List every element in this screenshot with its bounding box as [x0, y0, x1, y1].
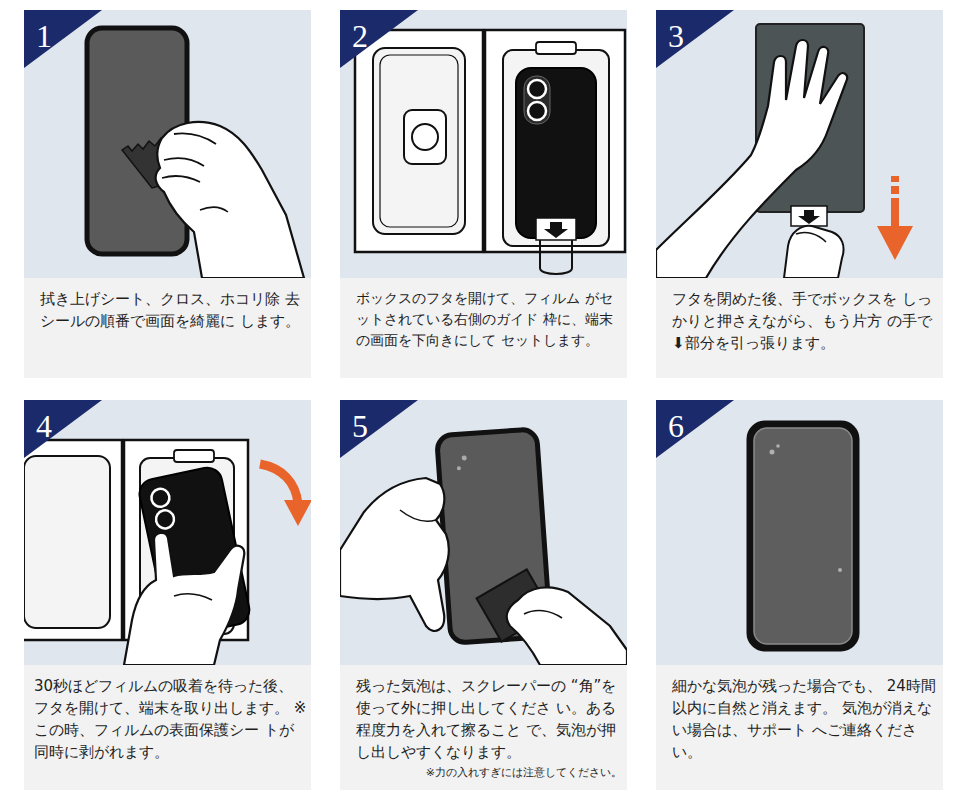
step-caption: 細かな気泡が残った場合でも、 24時間以内に自然と消えます。 気泡が消えない場合…	[672, 675, 938, 763]
caution-note: ※力の入れすぎには注意してください。	[356, 765, 622, 780]
box-illustration	[355, 30, 625, 274]
step-number: 2	[344, 18, 376, 54]
caption-area: ボックスのフタを開けて、フィルム がセットされている右側のガイド 枠に、端末の画…	[356, 288, 618, 351]
step-caption: 残った気泡は、スクレーパーの “角”を使って外に押し出してくださ い。ある程度力…	[356, 675, 622, 763]
scraper-illustration	[340, 429, 627, 665]
step-panel: 4 30秒ほどフィルムの吸着を待った後、 フタを開けて、端末を取り出します。 ※こ…	[24, 400, 311, 790]
step-caption: フタを閉めた後、手でボックスを しっかりと押さえながら、もう片方 の手で⬇部分を…	[672, 288, 934, 354]
caption-area: フタを閉めた後、手でボックスを しっかりと押さえながら、もう片方 の手で⬇部分を…	[672, 288, 934, 354]
panel-ground	[24, 10, 943, 790]
step-panel: 2 ボックスのフタを開けて、フィルム がセットされている右側のガイド 枠に、端末の…	[340, 10, 627, 378]
step-caption: 拭き上げシート、クロス、ホコリ除 去シールの順番で画面を綺麗に します。	[40, 288, 302, 332]
caption-area: 30秒ほどフィルムの吸着を待った後、 フタを開けて、端末を取り出します。 ※この…	[34, 675, 308, 763]
caption-area: 残った気泡は、スクレーパーの “角”を使って外に押し出してくださ い。ある程度力…	[356, 675, 622, 780]
step-panel: 6 細かな気泡が残った場合でも、 24時間以内に自然と消えます。 気泡が消えない場…	[656, 400, 943, 790]
remove-illustration	[24, 440, 311, 665]
step-panel: 1 拭き上げシート、クロス、ホコリ除 去シールの順番で画面を綺麗に します。	[24, 10, 311, 378]
step-number: 3	[660, 18, 692, 54]
step-caption: 30秒ほどフィルムの吸着を待った後、 フタを開けて、端末を取り出します。 ※この…	[34, 675, 308, 763]
step-number: 6	[660, 408, 692, 444]
finished-illustration	[748, 422, 858, 650]
caption-area: 細かな気泡が残った場合でも、 24時間以内に自然と消えます。 気泡が消えない場合…	[672, 675, 938, 763]
step-number: 1	[28, 18, 60, 54]
wipe-illustration	[87, 28, 304, 278]
caption-area: 拭き上げシート、クロス、ホコリ除 去シールの順番で画面を綺麗に します。	[40, 288, 302, 332]
step-number: 5	[344, 408, 376, 444]
step-panel: 5 残った気泡は、スクレーパーの “角”を使って外に押し出してくださ い。ある程度…	[340, 400, 627, 790]
step-number: 4	[28, 408, 60, 444]
step-caption: ボックスのフタを開けて、フィルム がセットされている右側のガイド 枠に、端末の画…	[356, 288, 618, 351]
step-corner	[24, 10, 734, 458]
pull-illustration	[656, 24, 913, 278]
step-panel: 3 フタを閉めた後、手でボックスを しっかりと押さえながら、もう片方 の手で⬇部分…	[656, 10, 943, 378]
